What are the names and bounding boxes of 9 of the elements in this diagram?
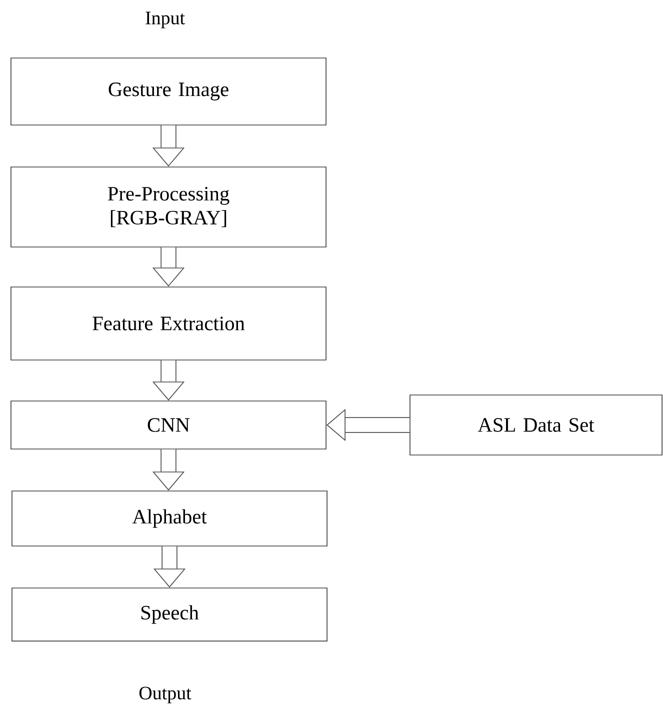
flow-label: Output: [139, 686, 192, 704]
process-box: Gesture Image: [10, 58, 326, 126]
process-box: CNN: [10, 400, 326, 450]
process-box: Alphabet: [12, 490, 328, 546]
flow-label: Input: [146, 12, 185, 28]
process-box: Speech: [12, 588, 328, 642]
process-box: ASL Data Set: [410, 394, 662, 456]
process-box: Pre-Processing [RGB-GRAY]: [10, 166, 326, 248]
process-box: Feature Extraction: [10, 286, 326, 360]
